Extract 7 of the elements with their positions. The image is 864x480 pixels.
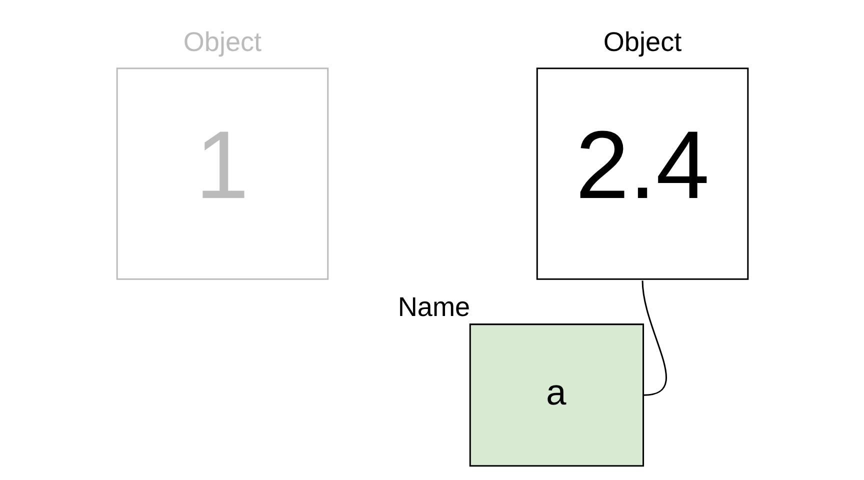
node-box: a: [468, 324, 644, 467]
node-label: Object: [602, 26, 682, 57]
node-box: 2.4: [536, 68, 748, 280]
node-label: Object: [182, 26, 262, 57]
node-label: Name: [397, 290, 470, 322]
node-box: 1: [116, 68, 328, 280]
connector: [641, 280, 666, 396]
